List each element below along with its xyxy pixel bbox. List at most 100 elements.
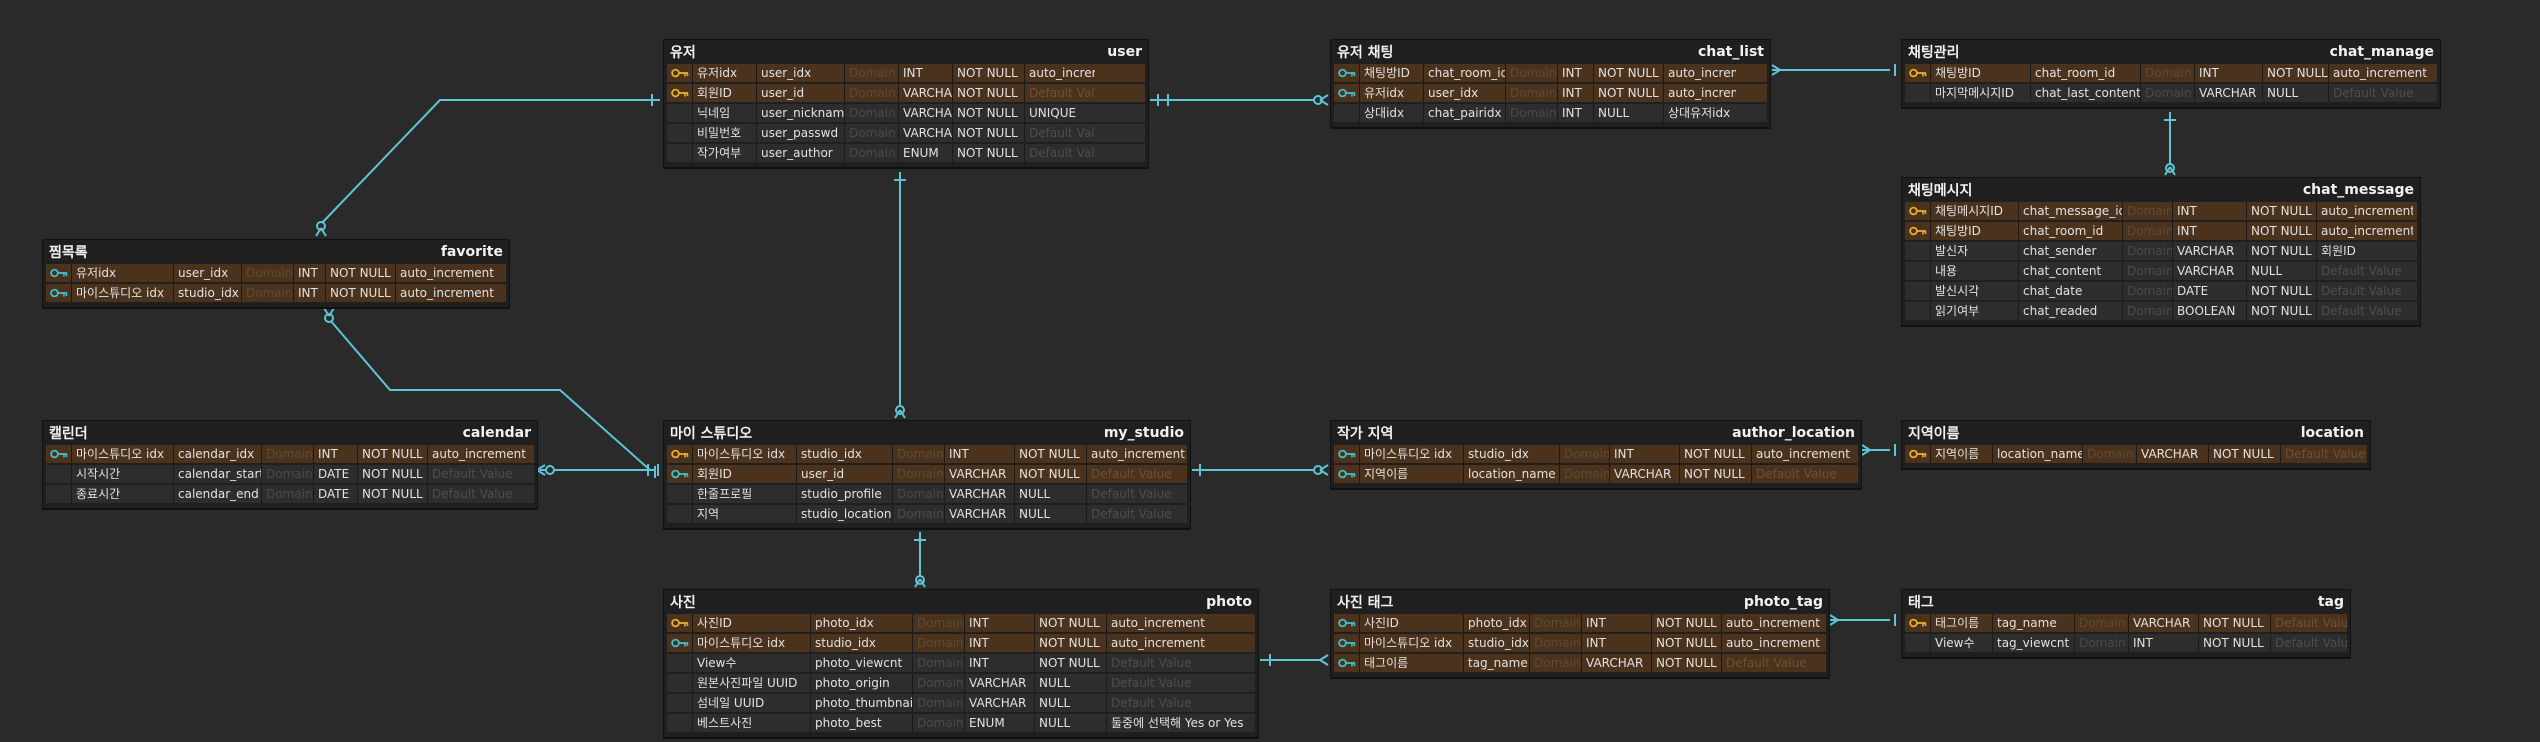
column-domain: Domain (2083, 445, 2137, 463)
column-domain: Domain (913, 634, 965, 652)
table-physical-name: chat_list (1697, 44, 1764, 60)
table-physical-name: tag (2317, 594, 2344, 610)
column-default: auto_increment (1668, 66, 1736, 80)
column-datatype: INT (314, 445, 358, 463)
column-domain: Domain (2075, 634, 2129, 652)
column-physical-name: location_name (1464, 465, 1560, 483)
column-key-cell (1905, 445, 1931, 463)
table-logical-name: 사진 (670, 595, 696, 611)
column-datatype: BOOLEAN (2173, 302, 2247, 320)
column-physical-name: studio_idx (1464, 445, 1560, 463)
column-domain: Domain (1560, 445, 1610, 463)
column-datatype: INT (945, 445, 1015, 463)
table-physical-name: my_studio (1103, 425, 1184, 441)
column-datatype: VARCHAR (945, 505, 1015, 523)
column-domain: Domain (893, 505, 945, 523)
column-key-cell (1334, 614, 1360, 632)
column-datatype: VARCHAR (1582, 654, 1652, 672)
column-key-cell (1905, 222, 1931, 240)
column-logical-name: 사진ID (693, 614, 811, 632)
column-physical-name: calendar_idx (174, 445, 262, 463)
table-logical-name: 작가 지역 (1337, 426, 1394, 442)
table-logical-name: 태그 (1908, 595, 1934, 611)
column-nullable: NOT NULL (953, 84, 1025, 102)
column-logical-name: View수 (693, 654, 811, 672)
column-physical-name: chat_room_id (2019, 222, 2123, 240)
column-nullable: NULL (1015, 505, 1087, 523)
column-domain: Domain (2123, 282, 2173, 300)
column-key-cell (1905, 202, 1931, 220)
column-datatype: INT (1558, 104, 1594, 122)
relation-line (1319, 654, 1329, 661)
column-domain: Domain (913, 614, 965, 632)
column-datatype: INT (1558, 64, 1594, 82)
optional-marker (1313, 465, 1323, 475)
column-datatype: VARCHAR (899, 84, 953, 102)
column-default: Default Value (2321, 264, 2402, 278)
column-logical-name: 비밀번호 (693, 124, 757, 142)
relation-line (2169, 166, 2176, 176)
column-default: auto_increment (1756, 447, 1850, 461)
column-nullable: NOT NULL (2247, 202, 2317, 220)
column-default: auto_increment (1668, 86, 1736, 100)
column-default: Default Value (1111, 696, 1192, 710)
table-physical-name: chat_manage (2329, 44, 2434, 60)
relation-line (1771, 69, 1781, 76)
relation-line (1319, 99, 1329, 106)
relation-line (328, 307, 335, 317)
relation-line (536, 464, 546, 471)
column-physical-name: chat_sender (2019, 242, 2123, 260)
